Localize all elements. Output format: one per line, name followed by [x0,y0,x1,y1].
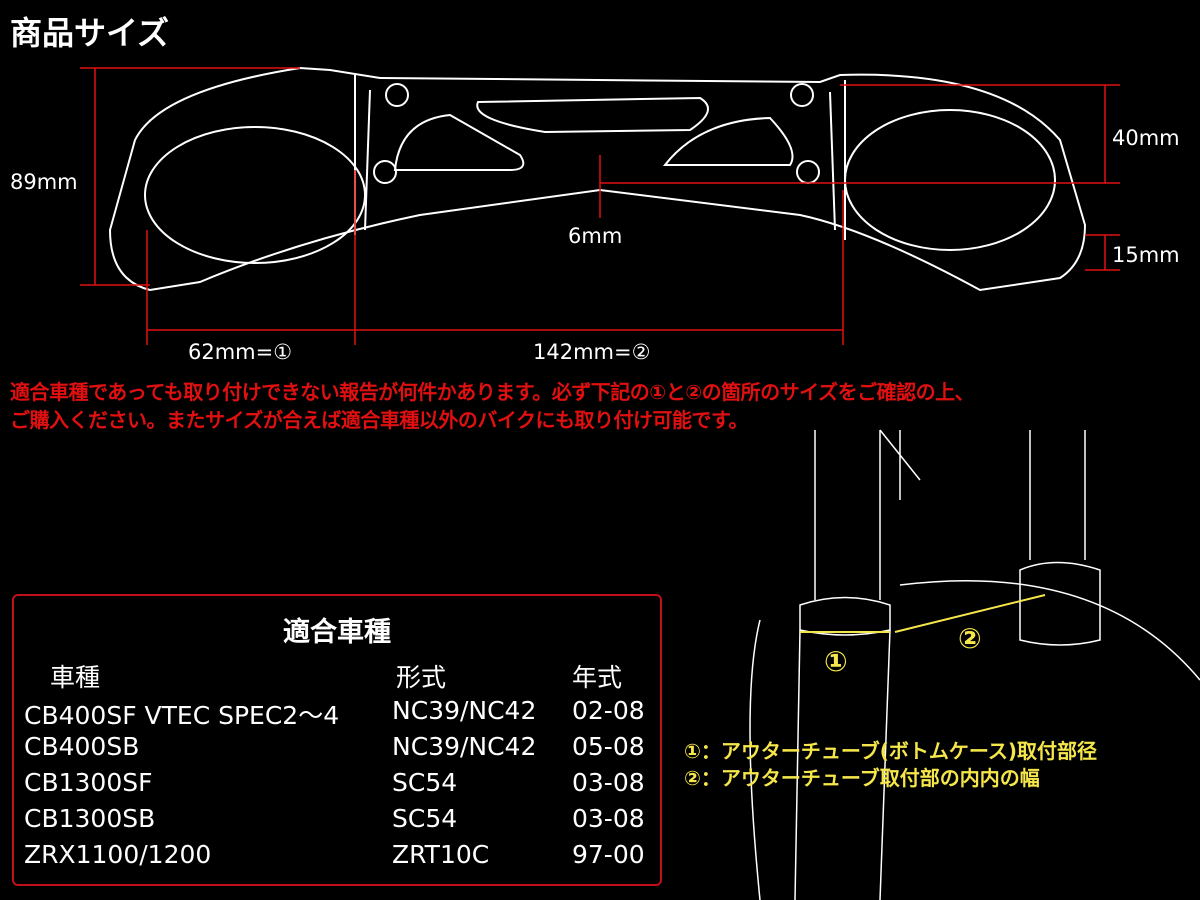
cell-year: 03-08 [572,768,645,797]
dimension-62mm: 62mm=① [188,340,293,364]
cell-year: 97-00 [572,840,645,869]
fork-illustration [749,429,1200,900]
page-title: 商品サイズ [10,14,170,52]
dimension-89mm: 89mm [10,170,78,194]
header-type: 形式 [396,663,447,692]
dimension-6mm: 6mm [568,224,623,248]
header-year: 年式 [572,663,623,692]
cell-year: 02-08 [572,696,645,725]
legend-1: ①：アウターチューブ(ボトムケース)取付部径 [684,739,1098,763]
dimension-40mm: 40mm [1112,126,1180,150]
dimension-15mm: 15mm [1112,243,1180,267]
marker-1: ① [824,645,848,678]
fork-brace-outline [108,66,1087,292]
cell-type: NC39/NC42 [392,696,537,725]
cell-model: CB400SB [24,732,140,761]
cell-year: 03-08 [572,804,645,833]
dimension-lines [80,67,1120,345]
cell-model: CB1300SF [24,768,153,797]
fitment-caption: 適合車種 [283,617,391,648]
cell-model: ZRX1100/1200 [24,840,212,869]
warning-line-2: ご購入ください。またサイズが合えば適合車種以外のバイクにも取り付け可能です。 [10,408,749,432]
cell-type: NC39/NC42 [392,732,537,761]
cell-year: 05-08 [572,732,645,761]
header-model: 車種 [50,663,101,692]
cell-type: SC54 [392,768,458,797]
warning-line-1: 適合車種であっても取り付けできない報告が何件かあります。必ず下記の①と②の箇所の… [10,380,975,404]
cell-type: SC54 [392,804,458,833]
measurement-arrows [800,594,1046,633]
legend-2: ②：アウターチューブ取付部の内内の幅 [684,766,1040,790]
cell-model: CB400SF VTEC SPEC2～4 [24,701,340,730]
marker-2: ② [958,622,982,655]
cell-type: ZRT10C [392,840,490,869]
dimension-142mm: 142mm=② [533,340,651,364]
cell-model: CB1300SB [24,804,156,833]
